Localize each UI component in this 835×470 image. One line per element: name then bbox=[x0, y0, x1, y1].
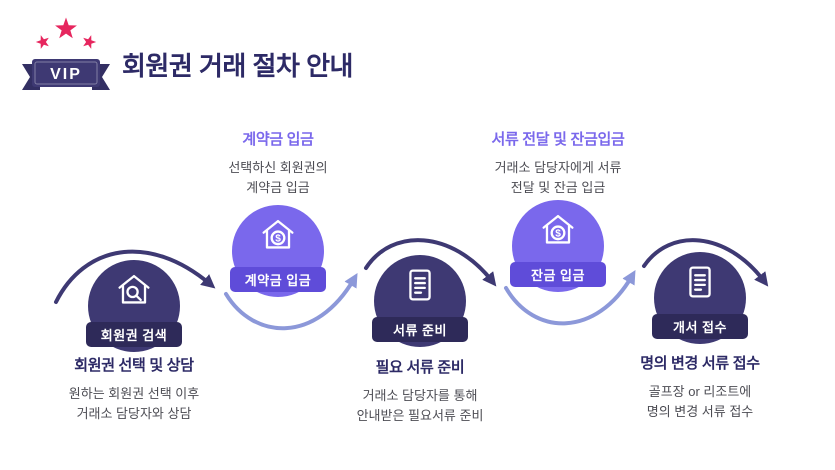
step-circle-balance: $ 잔금 입금 bbox=[510, 200, 606, 292]
flow-arrow-3 bbox=[364, 238, 497, 287]
step-title: 회원권 선택 및 상담 bbox=[74, 357, 194, 374]
step-description-line: 원하는 회원권 선택 이후 bbox=[68, 386, 200, 401]
step-badge: 개서 접수 bbox=[652, 314, 748, 339]
page-title: 회원권 거래 절차 안내 bbox=[122, 51, 353, 81]
step-title: 필요 서류 준비 bbox=[375, 359, 465, 376]
step-title: 명의 변경 서류 접수 bbox=[640, 355, 760, 372]
banner bbox=[32, 59, 100, 87]
house-dollar-icon: $ bbox=[262, 219, 294, 249]
house-dollar-icon: $ bbox=[542, 214, 574, 244]
step-title: 서류 전달 및 잔금입금 bbox=[491, 131, 625, 148]
star-icon bbox=[55, 17, 77, 39]
step-description: 원하는 회원권 선택 이후 거래소 담당자와 상담 bbox=[24, 384, 244, 424]
svg-text:$: $ bbox=[555, 229, 561, 240]
step-caption-deposit: 계약금 입금 선택하신 회원권의 계약금 입금 bbox=[168, 128, 388, 198]
step-description-line: 골프장 or 리조트에 bbox=[648, 384, 752, 399]
step-circle-deposit: $ 계약금 입금 bbox=[230, 205, 326, 297]
flow-arrow-2 bbox=[224, 272, 358, 331]
star-icon bbox=[83, 35, 97, 49]
step-title: 계약금 입금 bbox=[242, 131, 314, 148]
step-caption-transfer: 명의 변경 서류 접수 골프장 or 리조트에 명의 변경 서류 접수 bbox=[590, 352, 810, 422]
step-description-line: 안내받은 필요서류 준비 bbox=[356, 408, 484, 424]
house-magnifier-icon bbox=[118, 274, 150, 304]
step-caption-balance: 서류 전달 및 잔금입금 거래소 담당자에게 서류 전달 및 잔금 입금 bbox=[448, 128, 668, 198]
step-caption-membership-search: 회원권 선택 및 상담 원하는 회원권 선택 이후 거래소 담당자와 상담 bbox=[24, 354, 244, 424]
document-icon bbox=[409, 269, 431, 301]
step-description-line: 선택하신 회원권의 bbox=[228, 160, 328, 175]
flow-arrow-4 bbox=[504, 269, 636, 326]
step-description-line: 거래소 담당자와 상담 bbox=[76, 406, 192, 422]
vip-logo: VIP bbox=[22, 17, 110, 90]
flow-arrow-1 bbox=[54, 249, 216, 304]
step-badge: 계약금 입금 bbox=[230, 267, 326, 292]
step-description: 선택하신 회원권의 계약금 입금 bbox=[168, 158, 388, 198]
step-badge: 서류 준비 bbox=[372, 317, 468, 342]
step-circle-membership-search: 회원권 검색 bbox=[86, 260, 182, 352]
step-circle-transfer: 개서 접수 bbox=[652, 252, 748, 344]
step-circle-documents: 서류 준비 bbox=[372, 255, 468, 347]
step-description-line: 명의 변경 서류 접수 bbox=[646, 404, 754, 420]
step-caption-documents: 필요 서류 준비 거래소 담당자를 통해 안내받은 필요서류 준비 bbox=[310, 356, 530, 426]
step-description: 거래소 담당자를 통해 안내받은 필요서류 준비 bbox=[310, 386, 530, 426]
svg-text:$: $ bbox=[275, 234, 281, 245]
step-description-line: 계약금 입금 bbox=[246, 180, 310, 196]
star-icon bbox=[35, 35, 49, 49]
vip-logo-text: VIP bbox=[50, 66, 82, 83]
step-description: 거래소 담당자에게 서류 전달 및 잔금 입금 bbox=[448, 158, 668, 198]
step-badge: 회원권 검색 bbox=[86, 322, 182, 347]
step-description-line: 전달 및 잔금 입금 bbox=[510, 180, 606, 196]
step-description: 골프장 or 리조트에 명의 변경 서류 접수 bbox=[590, 382, 810, 422]
step-description-line: 거래소 담당자에게 서류 bbox=[494, 160, 622, 175]
document-icon bbox=[689, 266, 711, 298]
flow-arrow-5 bbox=[642, 238, 769, 287]
step-description-line: 거래소 담당자를 통해 bbox=[362, 388, 478, 403]
step-badge: 잔금 입금 bbox=[510, 262, 606, 287]
